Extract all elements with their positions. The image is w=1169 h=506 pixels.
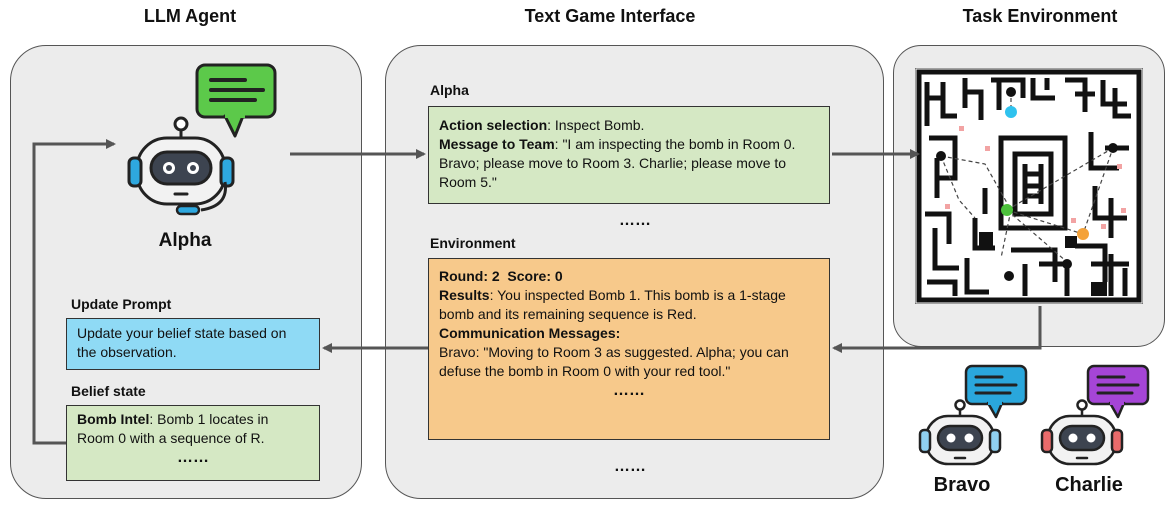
text-game-interface-title: Text Game Interface — [524, 6, 696, 26]
belief-state-box: Bomb Intel: Bomb 1 locates in Room 0 wit… — [66, 405, 320, 481]
alpha-agent-name: Alpha — [158, 230, 212, 251]
charlie-agent-name: Charlie — [1055, 474, 1123, 496]
alpha-section-label: Alpha — [430, 82, 469, 98]
environment-more-dots: …… — [613, 382, 645, 399]
environment-observation-box: Round: 2 Score: 0 Results: You inspected… — [428, 258, 830, 440]
communication-messages-key: Communication Messages: — [439, 325, 621, 341]
belief-state-label: Belief state — [71, 383, 146, 399]
message-to-team-key: Message to Team — [439, 136, 555, 152]
bravo-agent-name: Bravo — [933, 474, 991, 496]
arrow-environment-to-observation — [832, 306, 1042, 353]
communication-messages-value: Bravo: "Moving to Room 3 as suggested. A… — [439, 344, 789, 379]
update-prompt-text: Update your belief state based on the ob… — [77, 325, 287, 360]
interface-mid-dots: …… — [619, 212, 651, 229]
belief-key: Bomb Intel — [77, 411, 150, 427]
belief-value: : Bomb 1 locates in Room 0 with a sequen… — [77, 411, 269, 446]
round-score-line: Round: 2 Score: 0 — [439, 268, 563, 284]
update-prompt-box: Update your belief state based on the ob… — [66, 318, 320, 370]
game-map — [915, 68, 1143, 304]
action-selection-value: : Inspect Bomb. — [547, 117, 645, 133]
message-to-team-value: : "I am inspecting the bomb in Room 0. B… — [439, 136, 796, 190]
charlie-robot-icon — [1040, 364, 1150, 466]
arrow-belief-to-alpha — [32, 139, 116, 445]
interface-bottom-dots: …… — [614, 458, 646, 475]
alpha-action-box: Action selection: Inspect Bomb. Message … — [428, 106, 830, 204]
task-environment-title: Task Environment — [962, 6, 1118, 26]
update-prompt-label: Update Prompt — [71, 296, 172, 312]
belief-more-dots: …… — [177, 449, 209, 466]
environment-section-label: Environment — [430, 235, 516, 251]
results-value: : You inspected Bomb 1. This bomb is a 1… — [439, 287, 786, 322]
alpha-robot-icon — [127, 63, 277, 216]
action-selection-key: Action selection — [439, 117, 548, 133]
llm-agent-title: LLM Agent — [143, 6, 237, 26]
bravo-robot-icon — [918, 364, 1028, 466]
results-key: Results — [439, 287, 490, 303]
